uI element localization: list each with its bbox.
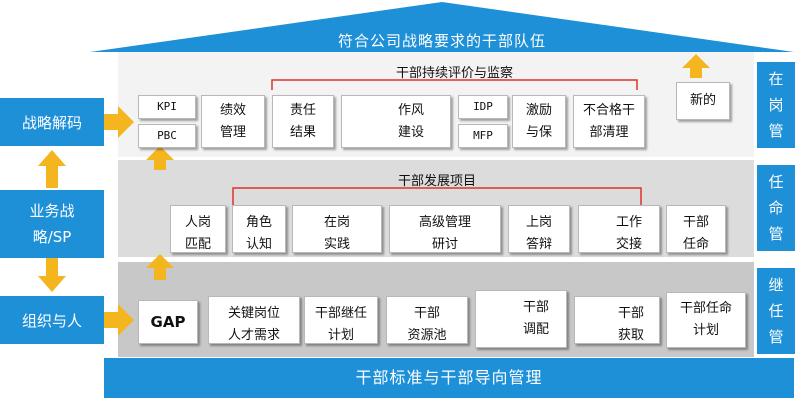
appoint-char-2: 命 [768, 199, 784, 217]
dev-item-line1: 工作 [615, 215, 642, 230]
resp-line2: 结果 [289, 124, 316, 140]
succ-item-line2: 计划 [692, 323, 719, 338]
business-strategy-label: 业务战略/SP [29, 202, 75, 246]
succession-item: 关键岗位 人才需求 [208, 296, 300, 344]
up-arrow-to-decode [38, 150, 66, 188]
tier2-bracket-title: 干部发展项目 [397, 174, 476, 189]
resp-line1: 责任 [289, 102, 316, 118]
idp-box: IDP [458, 95, 508, 119]
succ-item-line2: 计划 [327, 328, 354, 343]
performance-management-box: 绩效 管理 [201, 95, 265, 148]
succ-item-line2: 调配 [522, 322, 549, 337]
dev-item-line2: 答辩 [525, 237, 552, 252]
style-line2: 建设 [397, 124, 424, 140]
succession-item: 干部 调配 [475, 290, 567, 348]
responsibility-results-box: 责任 结果 [272, 95, 334, 148]
unqualified-line2: 部清理 [589, 124, 629, 140]
post-char-1: 在 [768, 70, 784, 88]
unqualified-cadre-cleanup-box: 不合格干 部清理 [573, 95, 645, 148]
succession-item: 干部任命 计划 [666, 292, 746, 348]
succession-item: 干部 资源池 [386, 296, 468, 344]
pbc-box: PBC [138, 124, 196, 148]
mfp-box: MFP [458, 124, 508, 148]
succ-item-line2: 获取 [617, 328, 644, 343]
dev-item-line1: 干部 [682, 215, 709, 230]
dev-item-line1: 角色 [245, 215, 272, 230]
post-management-box: 在 岗 管 [757, 62, 795, 148]
post-char-3: 管 [768, 122, 784, 140]
org-people-box: 组织与人 [0, 296, 104, 344]
roof-shape [90, 2, 794, 52]
succession-item: 干部继任 计划 [304, 296, 378, 344]
succession-char-3: 管 [768, 328, 784, 346]
tier1-bracket-title: 干部持续评价与监察 [395, 66, 513, 81]
work-style-box: 作风 建设 [341, 95, 451, 148]
incentive-line2: 与保 [525, 124, 552, 140]
succ-item-line2: 资源池 [407, 328, 447, 343]
perf-line2: 管理 [219, 124, 246, 140]
dev-item-line1: 高级管理 [418, 215, 471, 230]
dev-item-line2: 研讨 [431, 237, 458, 252]
succession-char-2: 任 [768, 302, 784, 320]
down-arrow-to-org [38, 258, 66, 292]
dev-item-line1: 在岗 [323, 215, 350, 230]
post-char-2: 岗 [768, 96, 784, 114]
appoint-char-1: 任 [768, 173, 784, 191]
succ-item-line1: 关键岗位 [227, 306, 280, 321]
new-box: 新的 [676, 82, 730, 120]
succ-item-line1: 干部 [617, 306, 644, 321]
strategy-decode-box: 战略解码 [0, 98, 104, 146]
succ-item-line1: 干部 [413, 306, 440, 321]
gap-box: GAP [138, 300, 198, 344]
dev-item-line2: 匹配 [184, 237, 211, 252]
dev-item-line2: 交接 [615, 237, 642, 252]
succ-item-line1: 干部继任 [314, 306, 367, 321]
kpi-box: KPI [138, 95, 196, 119]
development-item: 工作 交接 [578, 205, 660, 253]
succession-item: 干部 获取 [574, 296, 660, 344]
foundation-bar: 干部标准与干部导向管理 [104, 358, 794, 398]
development-item: 上岗 答辩 [508, 205, 570, 253]
succ-item-line2: 人才需求 [227, 328, 280, 343]
development-item: 在岗 实践 [292, 205, 382, 253]
roof-title: 符合公司战略要求的干部队伍 [337, 32, 546, 50]
incentive-line1: 激励 [525, 102, 552, 118]
incentive-box: 激励 与保 [512, 95, 566, 148]
appoint-char-3: 管 [768, 225, 784, 243]
dev-item-line2: 任命 [682, 237, 709, 252]
development-item: 干部 任命 [666, 205, 726, 253]
succession-char-1: 继 [768, 276, 784, 294]
development-item: 高级管理 研讨 [389, 205, 501, 253]
style-line1: 作风 [397, 102, 424, 118]
dev-item-line2: 认知 [245, 237, 272, 252]
appointment-management-box: 任 命 管 [757, 165, 795, 251]
succession-management-box: 继 任 管 [757, 268, 795, 354]
development-item: 角色 认知 [232, 205, 286, 253]
dev-item-line1: 上岗 [525, 215, 552, 230]
perf-line1: 绩效 [219, 102, 246, 118]
business-strategy-box: 业务战略/SP [0, 190, 104, 258]
development-item: 人岗 匹配 [170, 205, 226, 253]
dev-item-line1: 人岗 [184, 215, 211, 230]
succ-item-line1: 干部 [522, 300, 549, 315]
succ-item-line1: 干部任命 [679, 301, 732, 316]
dev-item-line2: 实践 [323, 237, 350, 252]
unqualified-line1: 不合格干 [582, 102, 635, 118]
